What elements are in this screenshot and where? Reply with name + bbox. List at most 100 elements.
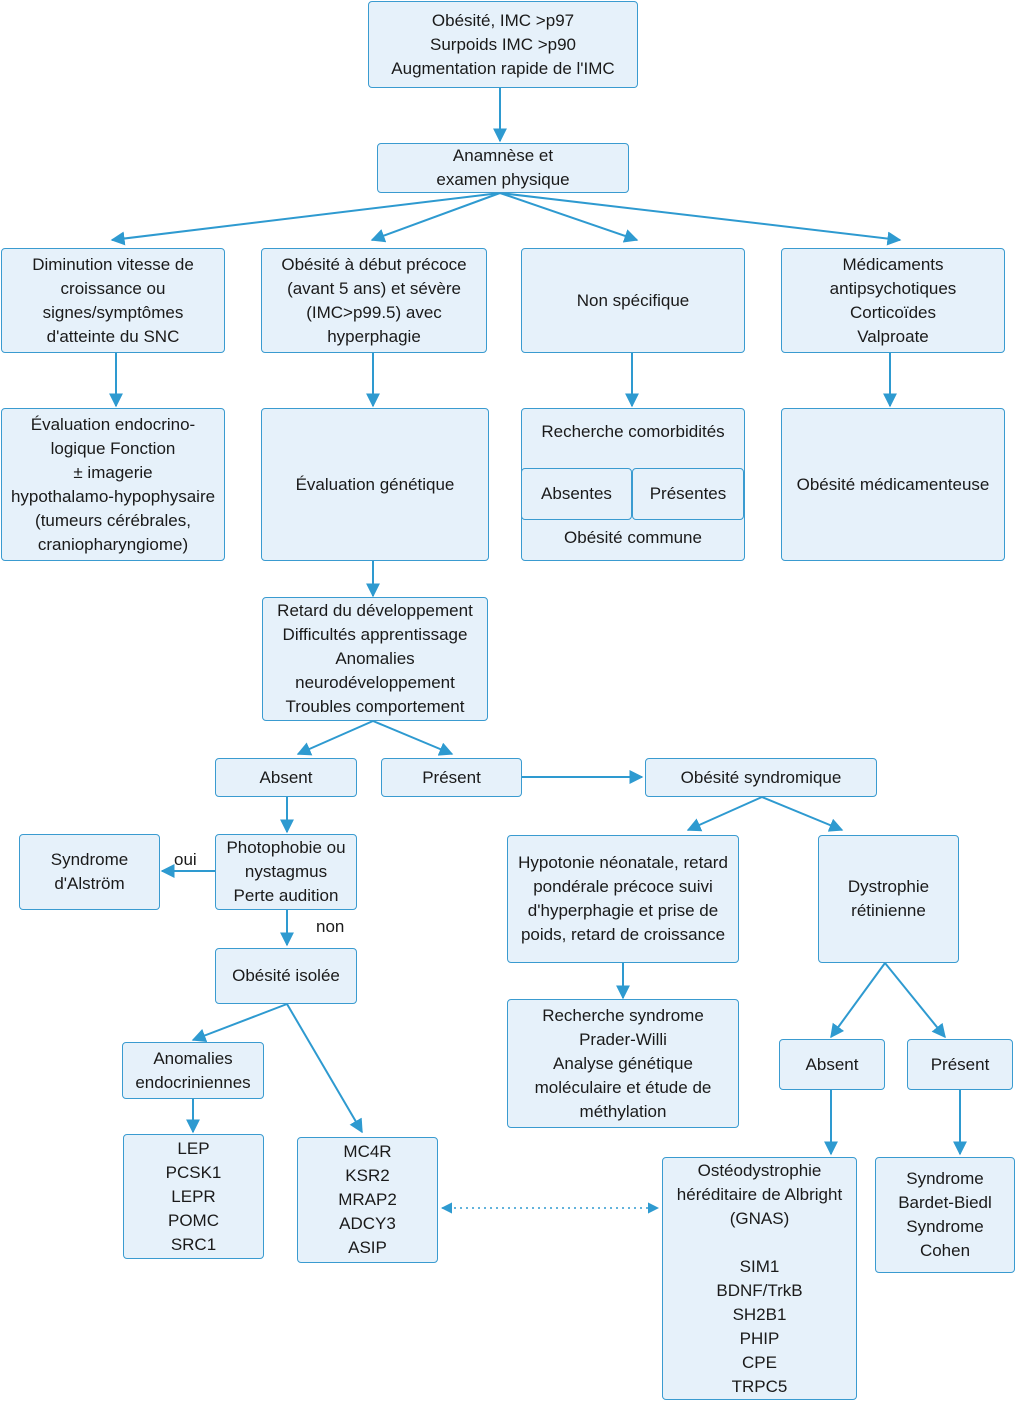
- diminution-croissance-box: Diminution vitesse de croissance ou signes…: [1, 248, 225, 353]
- box-line: (IMC>p99.5) avec: [306, 302, 442, 322]
- box-line: neurodéveloppement: [295, 673, 455, 692]
- box-line: SRC1: [170, 1234, 217, 1254]
- evaluation-endocrino-box: Évaluation endocrino-logique Fonction ± i…: [1, 408, 225, 561]
- presentes-box: Présentes: [632, 468, 744, 520]
- box-line: Obésité isolée: [232, 966, 340, 985]
- oui-label: oui: [174, 850, 197, 869]
- box-line: SIM1: [739, 1256, 780, 1276]
- albright-genes-box: Ostéodystrophie héréditaire de Albright (G…: [662, 1157, 857, 1400]
- box-line: POMC: [168, 1210, 219, 1230]
- box-line: Obésité, IMC >p97: [431, 10, 575, 30]
- box-line: hyperphagie: [327, 326, 421, 346]
- box-line: Retard du développement: [277, 601, 473, 620]
- box-line: ± imagerie: [73, 462, 153, 482]
- box-line: Présent: [422, 767, 481, 787]
- present-box-1: Présent: [381, 758, 522, 797]
- box-line: KSR2: [345, 1166, 390, 1185]
- box-line: logique Fonction: [50, 438, 176, 458]
- box-line: Ostéodystrophie: [697, 1160, 822, 1180]
- box-line: PHIP: [739, 1328, 780, 1348]
- box-line: pondérale précoce suivi: [533, 877, 713, 896]
- box-line: (GNAS): [729, 1208, 790, 1228]
- box-line: croissance ou: [60, 278, 166, 298]
- obesite-precoce-box: Obésité à début précoce (avant 5 ans) et …: [261, 248, 487, 353]
- box-line: Recherche syndrome: [542, 1005, 704, 1025]
- box-line: méthylation: [579, 1101, 667, 1121]
- box-line: signes/symptômes: [42, 302, 184, 322]
- box-line: Anomalies: [153, 1048, 233, 1068]
- box-line: d'Alström: [54, 874, 125, 893]
- box-line: Dystrophie: [847, 877, 930, 896]
- non-label: non: [316, 917, 345, 936]
- box-line: Corticoïdes: [850, 302, 936, 322]
- box-line: Obésité syndromique: [680, 767, 842, 787]
- box-line: Obésité à début précoce: [281, 254, 467, 274]
- box-line: Prader-Willi: [579, 1029, 667, 1049]
- anamnese-box: Anamnèse et examen physique: [377, 143, 629, 193]
- box-line: TRPC5: [731, 1376, 788, 1396]
- box-line: Bardet-Biedl: [898, 1193, 992, 1212]
- box-line: Obésité médicamenteuse: [796, 474, 990, 494]
- box-line: Absent: [259, 767, 313, 787]
- box-line: Augmentation rapide de l'IMC: [391, 58, 615, 78]
- box-line: hypothalamo-hypophysaire: [10, 486, 216, 506]
- box-line: Analyse génétique: [553, 1053, 693, 1073]
- box-line: BDNF/TrkB: [716, 1280, 803, 1300]
- non-specifique-box: Non spécifique: [521, 248, 745, 353]
- box-line: Médicaments: [842, 254, 944, 274]
- box-line: craniopharyngiome): [37, 534, 189, 554]
- box-line: Syndrome: [906, 1169, 984, 1188]
- box-line: Diminution vitesse de: [32, 254, 194, 274]
- box-line: ADCY3: [339, 1214, 396, 1233]
- box-line: examen physique: [436, 170, 570, 189]
- box-line: (avant 5 ans) et sévère: [287, 278, 461, 298]
- box-line: CPE: [742, 1352, 777, 1372]
- box-line: Cohen: [919, 1241, 971, 1260]
- obesite-isolee-box: Obésité isolée: [215, 948, 357, 1004]
- present-box-2: Présent: [907, 1039, 1013, 1090]
- box-line: d'atteinte du SNC: [46, 326, 180, 346]
- box-line: héréditaire de Albright: [676, 1184, 843, 1204]
- box-line: Troubles comportement: [285, 697, 465, 716]
- obesite-commune-label: Obésité commune: [564, 528, 702, 547]
- box-line: Valproate: [857, 326, 929, 346]
- box-line: (tumeurs cérébrales,: [35, 510, 191, 530]
- box-line: Présentes: [649, 484, 727, 503]
- absentes-box: Absentes: [521, 468, 632, 520]
- box-line: ASIP: [348, 1238, 387, 1257]
- box-line: moléculaire et étude de: [534, 1077, 712, 1097]
- absent-box-2: Absent: [779, 1039, 885, 1090]
- box-line: PCSK1: [165, 1162, 222, 1182]
- obesite-medicamenteuse-box: Obésité médicamenteuse: [781, 408, 1005, 561]
- box-line: Hypotonie néonatale, retard: [518, 853, 728, 872]
- box-line: LEP: [177, 1138, 210, 1158]
- hypotonie-box: Hypotonie néonatale, retard pondérale pré…: [507, 835, 739, 963]
- box-line: antipsychotiques: [829, 278, 957, 298]
- box-line: MC4R: [343, 1142, 392, 1161]
- box-line: nystagmus: [244, 862, 328, 881]
- box-line: Syndrome: [906, 1217, 984, 1236]
- anomalies-endocriniennes-box: Anomalies endocriniennes: [122, 1042, 264, 1099]
- box-line: poids, retard de croissance: [520, 925, 726, 944]
- box-line: endocriniennes: [135, 1072, 251, 1092]
- box-line: Non spécifique: [576, 290, 690, 310]
- box-line: d'hyperphagie et prise de: [527, 901, 719, 920]
- absent-box-1: Absent: [215, 758, 357, 797]
- box-line: Évaluation endocrino-: [30, 414, 196, 434]
- box-line: Anomalies: [335, 649, 415, 668]
- obesite-syndromique-box: Obésité syndromique: [645, 758, 877, 797]
- box-line: Perte audition: [233, 886, 339, 905]
- box-line: Absentes: [541, 484, 612, 503]
- box-line: MRAP2: [338, 1190, 397, 1209]
- box-line: Anamnèse et: [452, 146, 554, 165]
- box-line: Photophobie ou: [226, 838, 346, 857]
